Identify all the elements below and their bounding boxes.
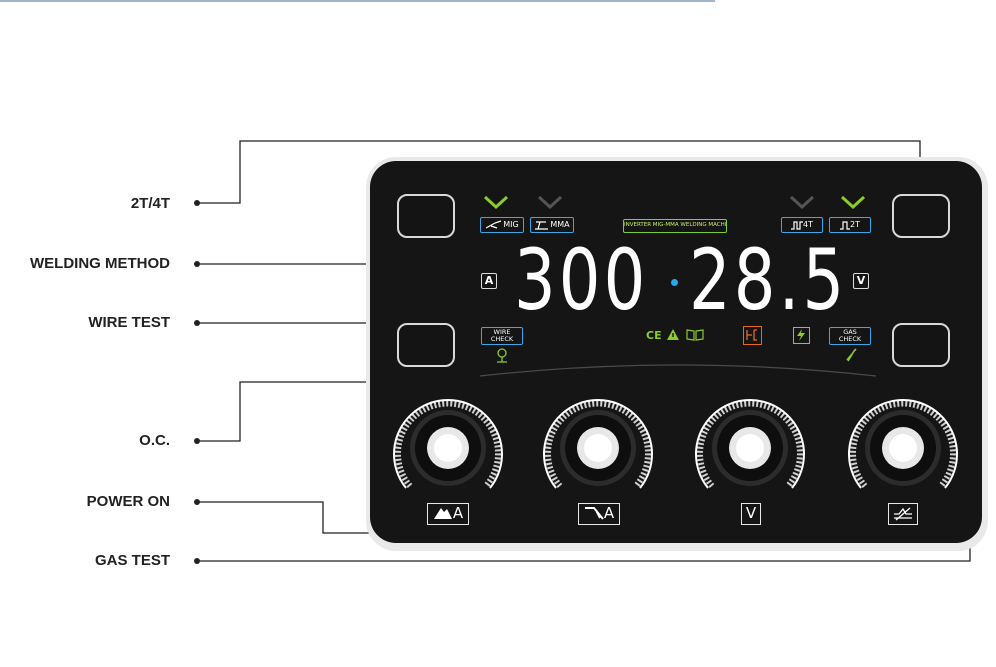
voltage-knob[interactable]	[690, 390, 810, 500]
callout-dot	[194, 499, 200, 505]
inductance-label	[888, 503, 918, 525]
manual-book-icon	[686, 329, 704, 341]
2t-indicator-chevron	[840, 195, 866, 209]
mma-indicator-chevron	[537, 195, 563, 209]
2t-pulse-icon	[840, 220, 850, 230]
voltage-label: V	[741, 503, 761, 525]
mig-mode-indicator: MIG	[480, 217, 524, 233]
callout-gas-test: GAS TEST	[94, 552, 170, 569]
wire-speed-unit: A	[452, 504, 464, 522]
mig-torch-icon	[485, 219, 502, 229]
control-panel	[370, 161, 982, 543]
gas-check-line1: GAS	[843, 328, 857, 336]
wire-speed-knob[interactable]	[388, 390, 508, 500]
mma-mode-indicator: MMA	[530, 217, 574, 233]
callout-wire-test: WIRE TEST	[88, 314, 170, 331]
callout-dot	[194, 261, 200, 267]
voltage-unit-indicator: V	[853, 273, 869, 289]
current-unit-indicator: A	[481, 273, 497, 289]
mma-label: MMA	[550, 220, 570, 229]
display-separator-dot	[671, 279, 678, 286]
mig-label: MIG	[503, 220, 519, 229]
inductance-knob[interactable]	[843, 390, 963, 500]
callout-power-on: POWER ON	[86, 493, 170, 510]
callout-dot	[194, 438, 200, 444]
callout-oc: O.C.	[139, 432, 170, 449]
gas-check-indicator: GAS CHECK	[829, 327, 871, 345]
wire-check-indicator: WIRE CHECK	[481, 327, 523, 345]
mig-indicator-chevron	[483, 195, 509, 209]
callout-dot	[194, 320, 200, 326]
gas-check-line2: CHECK	[838, 335, 862, 343]
2t-4t-button[interactable]	[892, 194, 950, 238]
overcurrent-icon	[746, 329, 757, 341]
mma-current-knob[interactable]	[538, 390, 658, 500]
top-rule	[0, 0, 715, 2]
overcurrent-indicator	[743, 326, 762, 345]
ce-mark: CE	[646, 329, 662, 342]
power-on-indicator	[793, 327, 810, 344]
4t-indicator-chevron	[789, 195, 815, 209]
4t-mode-indicator: 4T	[781, 217, 823, 233]
power-lightning-icon	[797, 329, 805, 341]
panel-divider-arc	[479, 364, 877, 377]
4t-label: 4T	[803, 220, 813, 229]
wire-check-line2: CHECK	[490, 335, 514, 343]
4t-pulse-icon	[791, 220, 803, 230]
gas-test-button[interactable]	[892, 323, 950, 367]
warning-icon	[667, 329, 679, 340]
2t-mode-indicator: 2T	[829, 217, 871, 233]
callout-2t4t: 2T/4T	[130, 195, 170, 212]
electrode-holder-icon	[584, 507, 604, 520]
current-readout: 300	[514, 231, 649, 329]
wire-test-button[interactable]	[397, 323, 455, 367]
mma-current-label: A	[578, 503, 620, 525]
mma-electrode-icon	[535, 220, 549, 230]
mig-torch-icon	[433, 508, 452, 519]
welding-method-button[interactable]	[397, 194, 455, 238]
gas-cylinder-icon	[846, 348, 857, 362]
callout-dot	[194, 200, 200, 206]
machine-title: INVERTER MIG-MMA WELDING MACHINE	[623, 219, 727, 233]
wire-check-line1: WIRE	[493, 328, 511, 336]
voltage-readout: 28.5	[689, 231, 848, 329]
mma-current-unit: A	[603, 504, 615, 522]
wire-speed-label: A	[427, 503, 469, 525]
callout-welding-method: WELDING METHOD	[30, 255, 170, 272]
2t-label: 2T	[850, 220, 860, 229]
callout-dot	[194, 558, 200, 564]
inductance-icon	[894, 507, 912, 521]
wire-spool-icon	[497, 348, 507, 363]
